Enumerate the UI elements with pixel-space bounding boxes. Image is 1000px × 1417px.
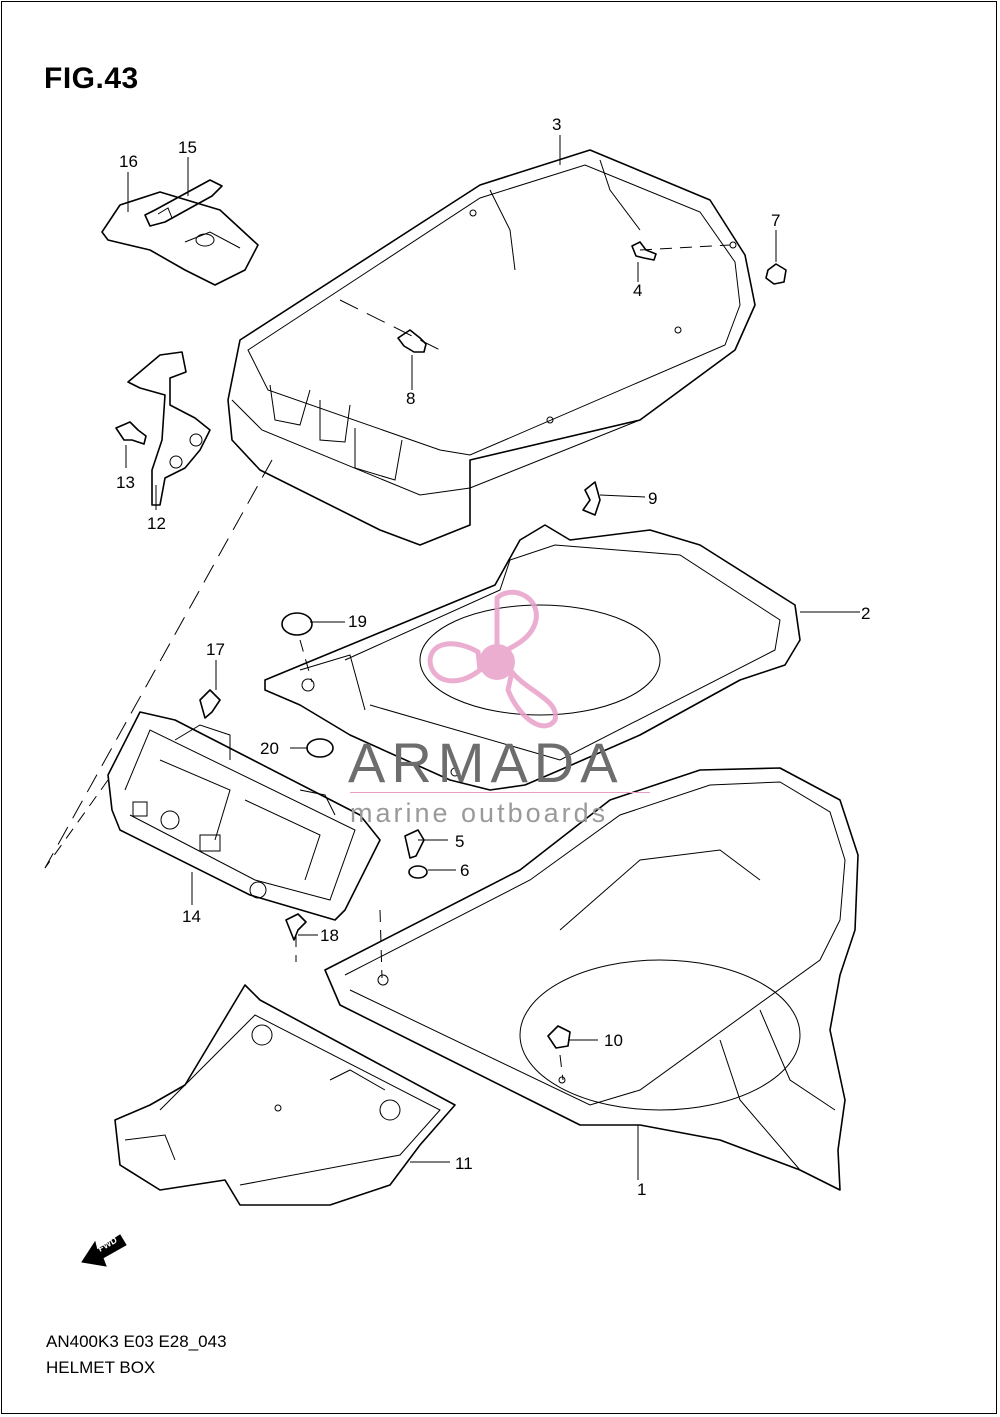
part-1-lower-box: [324, 767, 859, 1191]
part-11-cover: [114, 984, 456, 1206]
diagram-caption: HELMET BOX: [46, 1358, 156, 1377]
callout-20: 20: [260, 739, 279, 758]
callout-4: 4: [633, 281, 642, 300]
callout-14: 14: [182, 907, 201, 926]
callout-6: 6: [460, 861, 469, 880]
callout-1: 1: [637, 1180, 646, 1199]
callout-10: 10: [604, 1031, 623, 1050]
center-lines: [44, 244, 731, 1081]
part-16-pad: [101, 191, 259, 286]
part-8-clip: [397, 329, 427, 353]
callout-13: 13: [116, 473, 135, 492]
callout-8: 8: [406, 389, 415, 408]
watermark-rule: [350, 792, 650, 793]
part-15-strap: [144, 179, 223, 227]
watermark-subtitle: marine outboards: [350, 798, 609, 828]
callout-19: 19: [348, 612, 367, 631]
callout-7: 7: [771, 211, 780, 230]
part-20-plug: [306, 738, 334, 758]
callout-11: 11: [455, 1154, 473, 1173]
part-19-plug: [281, 612, 313, 636]
part-6-washer: [408, 865, 428, 879]
callout-labels: 1 2 3 4 5 6 7 8 9 10 11 12 13 14 15 16 1…: [116, 115, 870, 1199]
part-4-screw: [631, 241, 657, 261]
part-9-clamp: [582, 481, 601, 516]
callout-12: 12: [147, 514, 166, 533]
part-10-grommet: [547, 1025, 571, 1049]
part-13-bolt: [115, 421, 147, 445]
callout-2: 2: [861, 604, 870, 623]
part-3-lid: [227, 149, 756, 546]
callout-16: 16: [119, 152, 138, 171]
callout-18: 18: [320, 926, 339, 945]
fastener-parts: [199, 241, 787, 1049]
watermark-name: ARMADA: [348, 731, 624, 794]
part-7-nut: [765, 263, 787, 285]
part-14-frame: [107, 711, 381, 921]
part-2-tray: [264, 524, 801, 791]
callout-5: 5: [455, 832, 464, 851]
fwd-arrow-icon: FWD: [81, 1234, 127, 1267]
diagram-code: AN400K3 E03 E28_043: [46, 1332, 227, 1351]
part-5-bolt: [404, 829, 425, 859]
callout-15: 15: [178, 138, 197, 157]
propeller-logo: [427, 589, 558, 729]
callout-9: 9: [648, 489, 657, 508]
part-17-rivet: [199, 689, 221, 719]
leader-lines: [125, 135, 860, 1180]
figure-title: FIG.43: [44, 62, 139, 95]
callout-17: 17: [206, 640, 225, 659]
part-18-screw: [285, 913, 307, 941]
callout-3: 3: [552, 115, 561, 134]
part-12-bracket: [127, 351, 211, 506]
